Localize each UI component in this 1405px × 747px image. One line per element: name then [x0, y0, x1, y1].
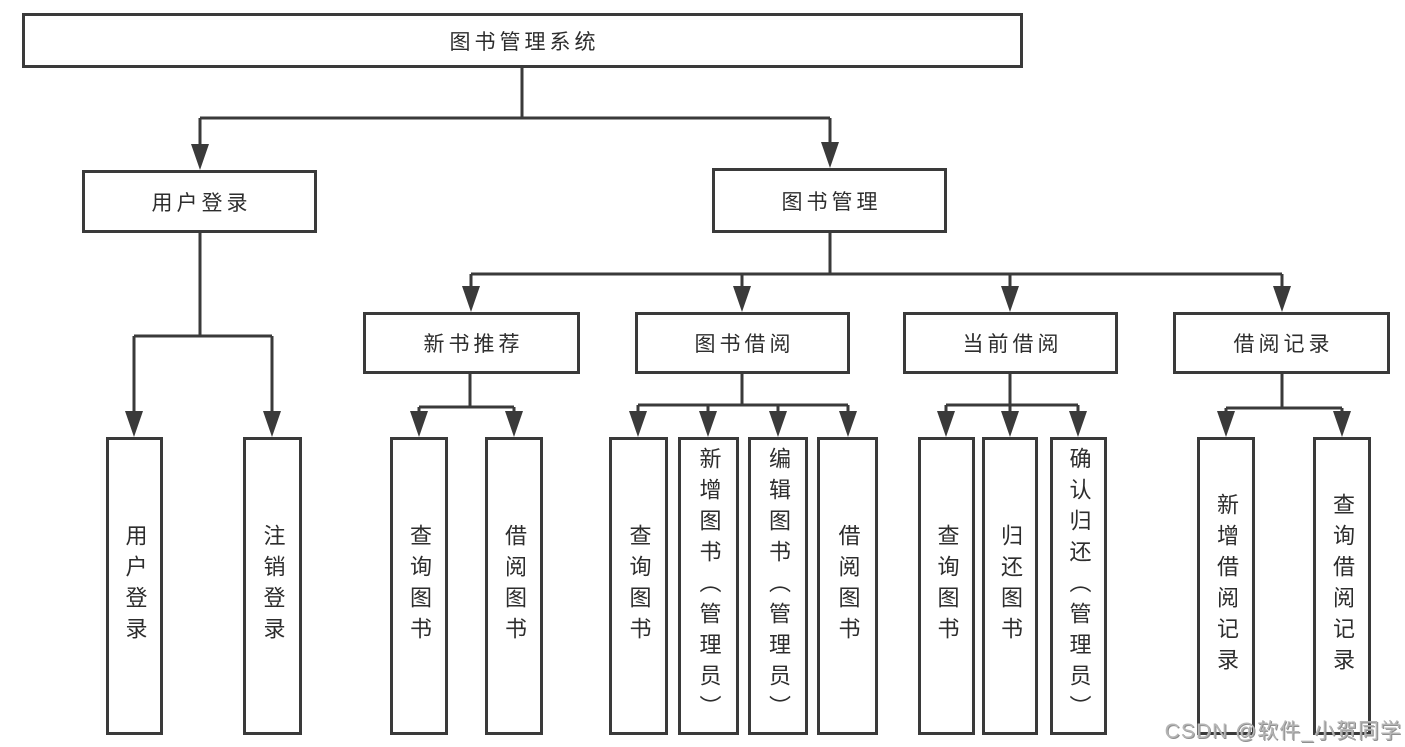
- node-label: 用户登录: [151, 191, 252, 215]
- leaf-label: 查询图书: [934, 524, 960, 648]
- leaf-label: 查询借阅记录: [1330, 493, 1355, 679]
- node-book-management: 图书管理: [712, 168, 947, 233]
- leaf-user-login: 用户登录: [106, 437, 163, 735]
- node-book-borrow: 图书借阅: [635, 312, 850, 374]
- arrowheads: [125, 142, 1351, 437]
- tree-edges: [132, 68, 1344, 415]
- leaf-label: 确认归还（管理员）: [1066, 446, 1092, 726]
- node-borrow-records: 借阅记录: [1173, 312, 1390, 374]
- leaf-add-books-admin: 新增图书（管理员）: [678, 437, 739, 735]
- csdn-watermark: CSDN @软件_小贺同学: [1164, 720, 1402, 743]
- leaf-label: 用户登录: [122, 524, 148, 648]
- leaf-label: 借阅图书: [835, 524, 861, 648]
- leaf-label: 查询图书: [626, 524, 652, 648]
- leaf-label: 借阅图书: [502, 524, 527, 648]
- node-library-system: 图书管理系统: [22, 13, 1023, 68]
- leaf-label: 归还图书: [998, 524, 1023, 648]
- leaf-confirm-return-admin: 确认归还（管理员）: [1050, 437, 1107, 735]
- node-user-login: 用户登录: [82, 170, 317, 233]
- node-label: 当前借阅: [962, 333, 1063, 356]
- node-label: 图书管理: [781, 190, 882, 214]
- leaf-logout: 注销登录: [243, 437, 302, 735]
- leaf-return-books: 归还图书: [982, 437, 1038, 735]
- leaf-borrow-books: 借阅图书: [485, 437, 543, 735]
- leaf-label: 新增借阅记录: [1214, 493, 1239, 679]
- leaf-label: 编辑图书（管理员）: [766, 446, 791, 726]
- node-label: 图书管理系统: [449, 30, 600, 54]
- leaf-add-borrow-record: 新增借阅记录: [1197, 437, 1255, 735]
- leaf-query-books: 查询图书: [390, 437, 448, 735]
- node-current-borrow: 当前借阅: [903, 312, 1118, 374]
- leaf-query-books: 查询图书: [609, 437, 668, 735]
- leaf-label: 注销登录: [260, 524, 286, 648]
- node-label: 图书借阅: [694, 333, 795, 356]
- leaf-label: 新增图书（管理员）: [696, 446, 722, 726]
- node-new-book-recommend: 新书推荐: [363, 312, 580, 374]
- node-label: 新书推荐: [423, 333, 524, 356]
- leaf-query-books: 查询图书: [918, 437, 975, 735]
- leaf-borrow-books: 借阅图书: [817, 437, 878, 735]
- leaf-query-borrow-record: 查询借阅记录: [1313, 437, 1371, 735]
- node-label: 借阅记录: [1233, 333, 1334, 356]
- leaf-edit-books-admin: 编辑图书（管理员）: [748, 437, 808, 735]
- leaf-label: 查询图书: [407, 524, 432, 648]
